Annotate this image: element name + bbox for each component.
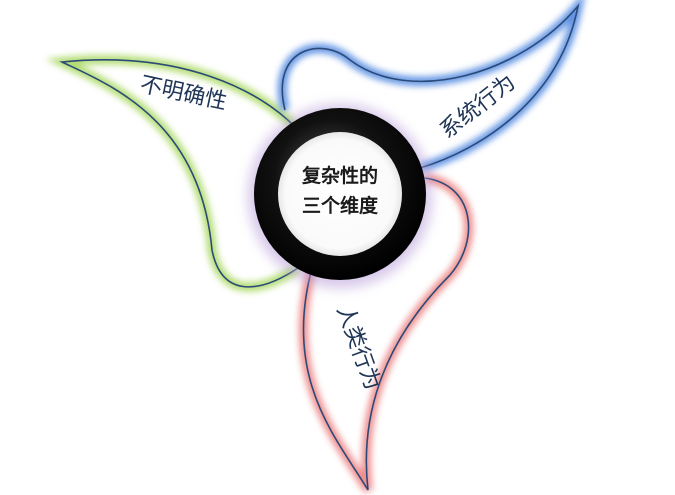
petal-uncertainty-outline	[59, 59, 299, 288]
center-title-line1: 复杂性的	[301, 164, 378, 187]
petal-human-behavior-label: 人类行为	[331, 302, 385, 393]
petal-system-behavior-outline	[281, 3, 580, 169]
center-ring-inner	[278, 132, 402, 256]
petal-human-behavior-outline	[302, 177, 470, 491]
center-ring: 复杂性的 三个维度	[248, 104, 432, 288]
center-title-line2: 三个维度	[302, 194, 379, 217]
